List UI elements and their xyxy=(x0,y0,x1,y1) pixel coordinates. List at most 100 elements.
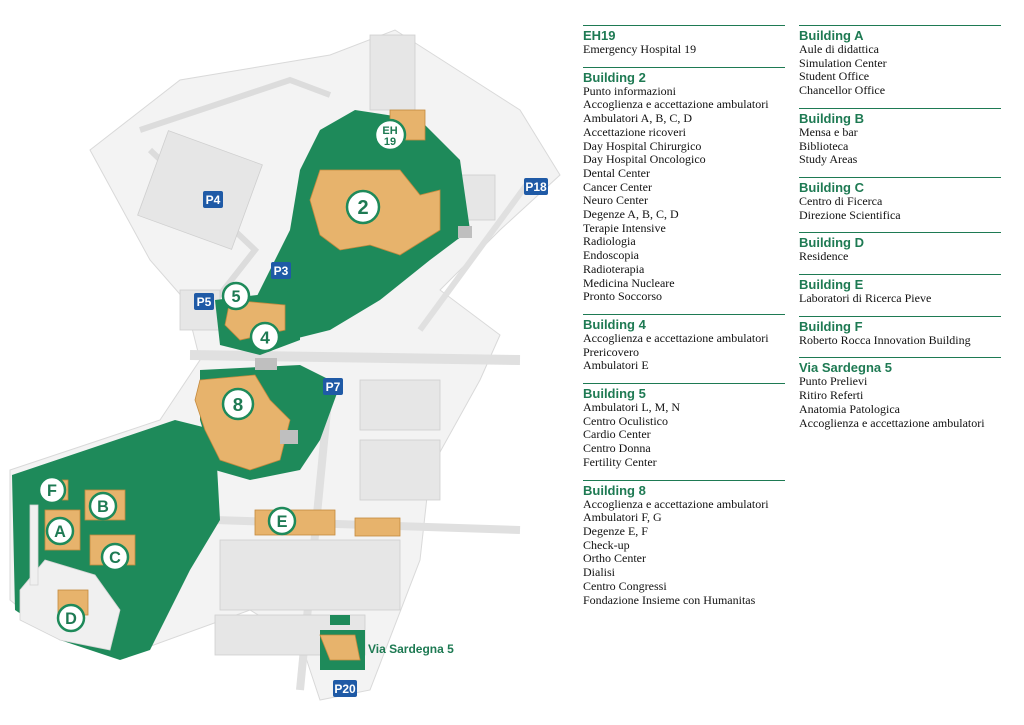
building-marker[interactable]: B xyxy=(88,491,118,521)
parking-sign-label: P20 xyxy=(334,682,356,696)
legend-item: Day Hospital Chirurgico xyxy=(583,138,702,153)
legend-item: Fertility Center xyxy=(583,454,657,469)
building-marker-circle xyxy=(373,118,407,152)
legend-item: Dental Center xyxy=(583,165,650,180)
legend-item: Ambulatori L, M, N xyxy=(583,400,680,415)
legend-section-title: Building 2 xyxy=(583,66,785,85)
legend-item: Biblioteca xyxy=(799,138,849,153)
legend-section-title: Building D xyxy=(799,232,1001,250)
parking-sign-bg xyxy=(271,262,291,279)
parking-sign-bg xyxy=(333,680,357,697)
building-marker-label: EH xyxy=(382,125,397,137)
legend-item: Accoglienza e accettazione ambulatori xyxy=(583,330,769,345)
legend-item: Prericovero xyxy=(583,344,639,359)
parking-sign[interactable]: P18 xyxy=(524,178,548,195)
building-marker-label: 2 xyxy=(357,197,368,219)
legend-item: Student Office xyxy=(799,69,870,84)
building-marker-label: 5 xyxy=(231,288,240,306)
parking-sign[interactable]: P7 xyxy=(323,378,343,395)
building-marker-label: A xyxy=(54,523,66,541)
buildings xyxy=(44,109,441,661)
building-marker[interactable]: F xyxy=(37,475,67,505)
misc-structures xyxy=(255,226,472,444)
legend-item: Residence xyxy=(799,249,849,264)
legend-item: Day Hospital Oncologico xyxy=(583,152,706,167)
legend-item: Neuro Center xyxy=(583,193,648,208)
legend-item: Radioterapia xyxy=(583,261,645,276)
legend-item: Fondazione Insieme con Humanitas xyxy=(583,592,756,607)
parking-sign[interactable]: P4 xyxy=(203,191,223,208)
legend-section-title: Building F xyxy=(799,315,1001,334)
legend-item: Chancellor Office xyxy=(799,83,886,98)
legend-section-title: Building B xyxy=(799,107,1001,126)
legend-item: Centro di Ficerca xyxy=(799,193,883,208)
parking-sign[interactable]: P5 xyxy=(194,293,214,310)
via-sardegna-label: Via Sardegna 5 xyxy=(368,642,454,656)
parking-sign-label: P4 xyxy=(206,193,221,207)
legend-item: Pronto Soccorso xyxy=(583,289,662,304)
legend-item: Emergency Hospital 19 xyxy=(583,42,697,56)
parking-sign-bg xyxy=(203,191,223,208)
legend-item: Centro Oculistico xyxy=(583,413,668,428)
parking-lots xyxy=(137,34,496,656)
legend-item: Laboratori di Ricerca Pieve xyxy=(799,291,932,306)
building-marker-circle xyxy=(221,387,255,421)
legend-item: Cardio Center xyxy=(583,427,651,442)
legend-item: Study Areas xyxy=(799,152,858,167)
building-marker[interactable]: 2 xyxy=(345,189,381,225)
building-marker[interactable]: 4 xyxy=(249,321,281,353)
legend-item: Ambulatori F, G xyxy=(583,510,662,525)
parking-sign-bg xyxy=(323,378,343,395)
building-marker[interactable]: E xyxy=(267,506,297,536)
building-marker-circle xyxy=(345,189,381,225)
building-marker[interactable]: D xyxy=(56,603,86,633)
legend-item: Terapie Intensive xyxy=(583,220,666,235)
legend-item: Medicina Nucleare xyxy=(583,275,675,290)
legend-item: Simulation Center xyxy=(799,55,887,70)
legend-item: Ambulatori E xyxy=(583,358,649,373)
parking-sign-label: P3 xyxy=(274,264,289,278)
legend-item: Ambulatori A, B, C, D xyxy=(583,111,693,126)
building-marker-label: C xyxy=(109,549,121,567)
building-marker-circle xyxy=(100,542,130,572)
building-marker-circle xyxy=(56,603,86,633)
legend-item: Anatomia Patologica xyxy=(799,401,900,416)
building-markers: EH19 2 54 8E FB A C D xyxy=(37,118,407,633)
legend-item: Punto Prelievi xyxy=(799,374,868,389)
building-marker[interactable]: 5 xyxy=(221,281,251,311)
legend-item: Roberto Rocca Innovation Building xyxy=(799,332,971,347)
legend-item: Dialisi xyxy=(583,565,615,580)
building-marker[interactable]: EH19 xyxy=(373,118,407,152)
legend-item: Aule di didattica xyxy=(799,42,879,56)
parking-sign-bg xyxy=(524,178,548,195)
parking-sign[interactable]: P3 xyxy=(271,262,291,279)
building-marker-label: 19 xyxy=(384,136,396,148)
parking-sign-bg xyxy=(194,293,214,310)
parking-sign-label: P7 xyxy=(326,380,341,394)
legend-item: Ritiro Referti xyxy=(799,388,864,403)
building-marker[interactable]: A xyxy=(45,516,75,546)
legend-item: Direzione Scientifica xyxy=(799,207,901,222)
building-marker-circle xyxy=(249,321,281,353)
legend-item: Accoglienza e accettazione ambulatori xyxy=(799,415,985,430)
building-marker[interactable]: 8 xyxy=(221,387,255,421)
legend-item: Mensa e bar xyxy=(799,124,858,139)
legend-section-title: Via Sardegna 5 xyxy=(799,357,1001,375)
legend-section-title: Building 5 xyxy=(583,383,785,401)
parking-sign[interactable]: P20 xyxy=(333,680,357,697)
building-marker-label: D xyxy=(65,610,77,628)
legend-item: Endoscopia xyxy=(583,248,639,263)
legend-section-title: Building C xyxy=(799,176,1001,195)
legend-item: Centro Congressi xyxy=(583,578,667,593)
building-marker[interactable]: C xyxy=(100,542,130,572)
